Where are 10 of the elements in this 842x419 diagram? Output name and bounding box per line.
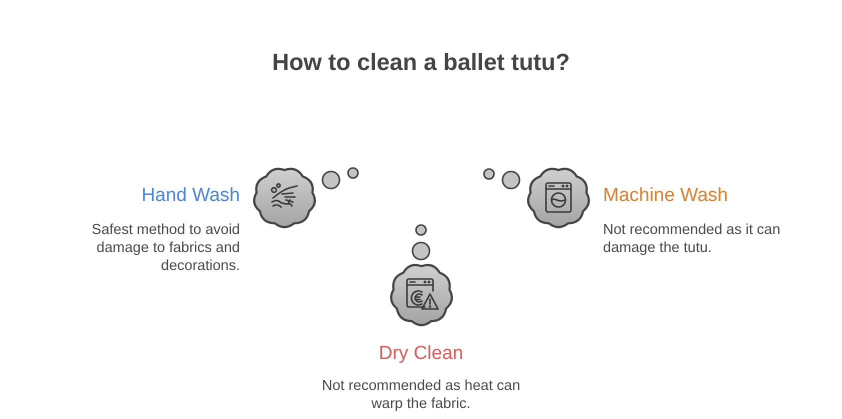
title: How to clean a ballet tutu?: [271, 48, 571, 77]
cloud-shape: [251, 165, 318, 230]
option-description: Not recommended as heat can warp the fabric.: [320, 377, 522, 413]
cloud-shape: [525, 165, 592, 230]
option-heading: Hand Wash: [140, 184, 240, 208]
option-heading: Dry Clean: [378, 342, 464, 366]
cloud-shape: [388, 261, 455, 328]
option-description: Not recommended as it can damage the tutu.: [603, 221, 782, 257]
option-description: Safest method to avoid damage to fabrics and decorations.: [90, 221, 240, 275]
option-heading: Machine Wash: [603, 184, 729, 208]
